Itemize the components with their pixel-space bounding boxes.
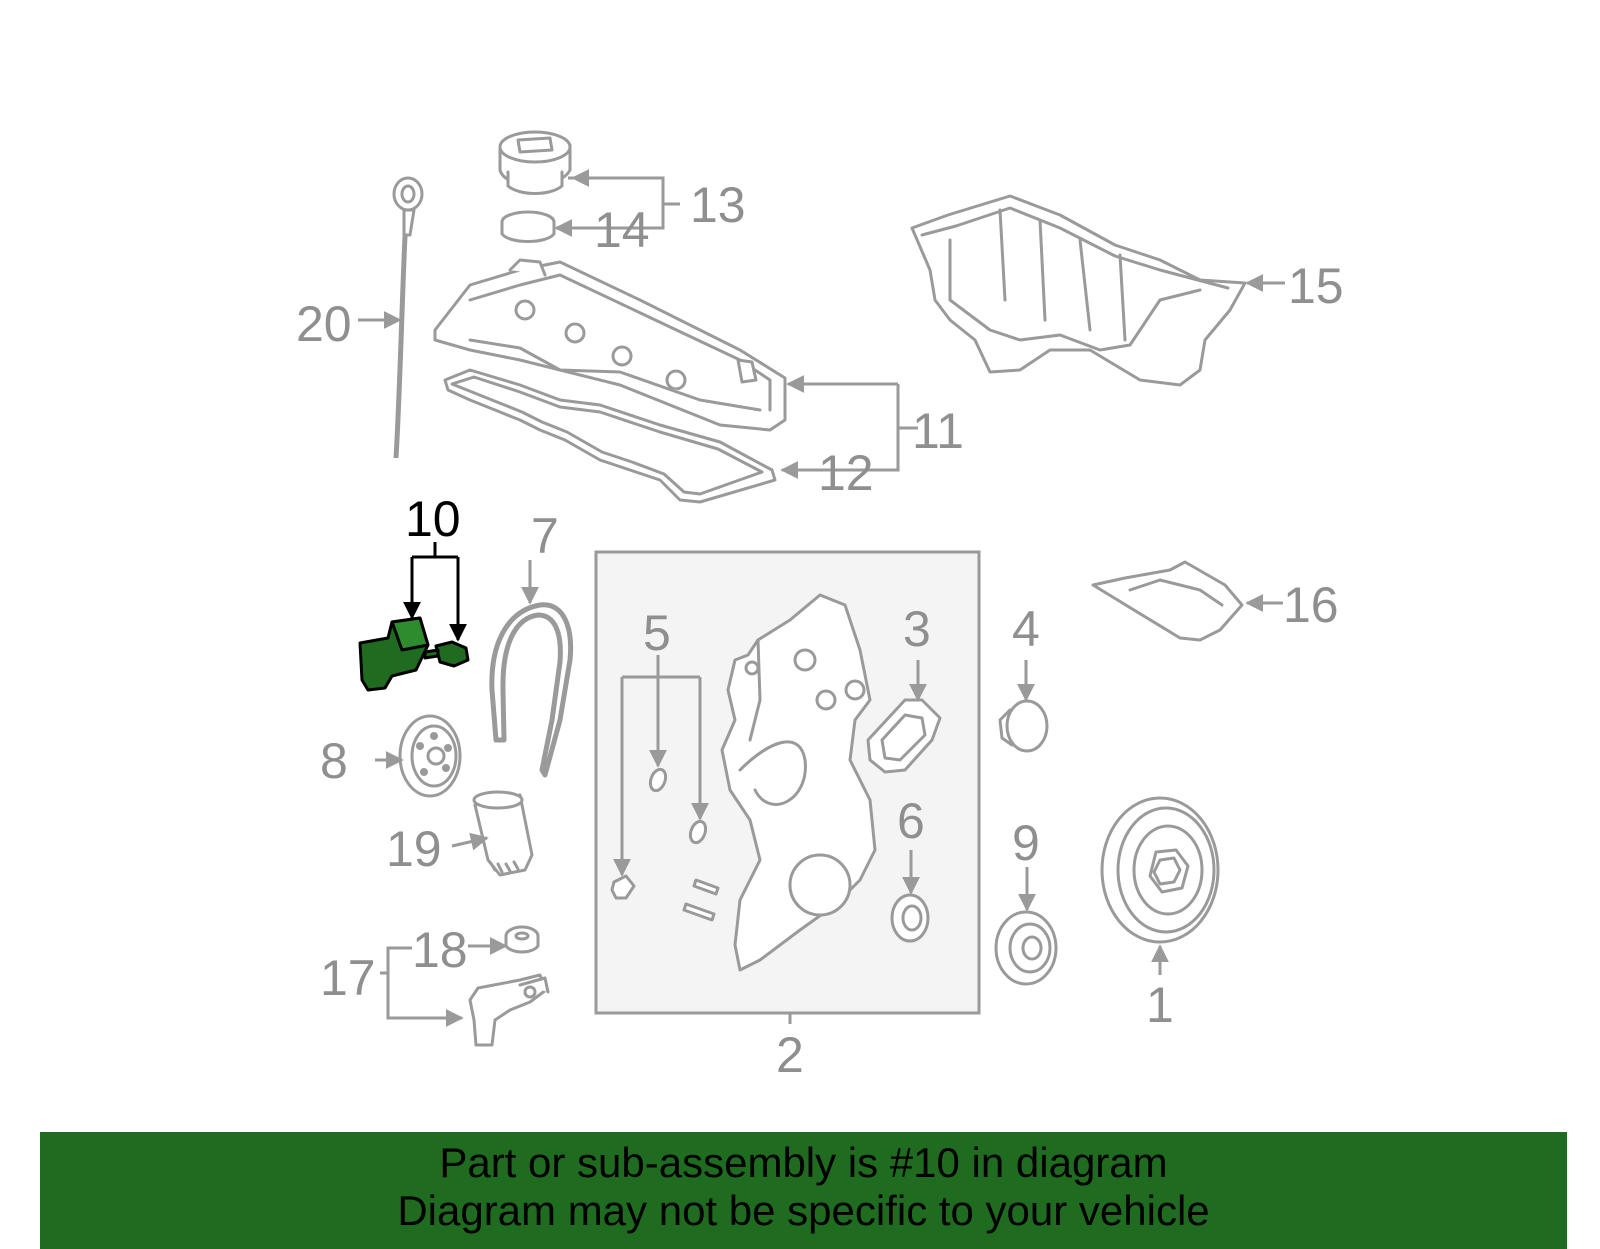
callout-13: 13 xyxy=(690,177,746,233)
banner-line-2: Diagram may not be specific to your vehi… xyxy=(397,1187,1210,1234)
part-16-baffle-plate[interactable] xyxy=(1091,560,1244,642)
part-19-oil-filter[interactable] xyxy=(472,790,534,877)
callout-1: 1 xyxy=(1146,977,1174,1033)
part-14-filler-cap-seal[interactable] xyxy=(500,210,556,243)
part-13-oil-filler-cap[interactable] xyxy=(498,130,572,195)
part-10-bolt[interactable] xyxy=(434,640,470,668)
callout-8: 8 xyxy=(320,733,348,789)
leader-lines xyxy=(358,169,1285,1027)
callout-9: 9 xyxy=(1012,815,1040,871)
part-9-seal-hub[interactable] xyxy=(994,910,1058,986)
part-8-crankshaft-sprocket[interactable] xyxy=(398,714,462,798)
callout-3: 3 xyxy=(903,601,931,657)
callout-20: 20 xyxy=(296,296,352,352)
part-7-timing-chain[interactable] xyxy=(489,602,574,778)
callout-7: 7 xyxy=(531,508,559,564)
part-10-highlighted-assembly[interactable] xyxy=(358,616,470,692)
part-15-oil-pan[interactable] xyxy=(910,194,1247,387)
callout-4: 4 xyxy=(1012,601,1040,657)
callout-12: 12 xyxy=(818,445,874,501)
callout-18: 18 xyxy=(412,922,468,978)
callout-6: 6 xyxy=(897,793,925,849)
callout-16: 16 xyxy=(1283,577,1339,633)
callout-14: 14 xyxy=(594,202,650,258)
part-6-oil-seal[interactable] xyxy=(890,893,930,943)
part-12-head-cover-gasket[interactable] xyxy=(443,368,777,504)
leader-lines-part-10 xyxy=(403,542,467,642)
part-11-cylinder-head-cover[interactable] xyxy=(433,258,787,432)
callout-11: 11 xyxy=(912,403,964,459)
part-4-cap[interactable] xyxy=(998,699,1049,753)
info-banner: Part or sub-assembly is #10 in diagram D… xyxy=(40,1132,1567,1249)
part-18-bushing[interactable] xyxy=(504,925,540,954)
part-17-sensor[interactable] xyxy=(468,973,550,1047)
part-2-timing-chain-cover[interactable] xyxy=(720,593,877,972)
callout-2: 2 xyxy=(776,1027,804,1083)
callout-10: 10 xyxy=(405,491,461,547)
part-1-crankshaft-pulley[interactable] xyxy=(1100,796,1220,944)
part-20-oil-dipstick[interactable] xyxy=(392,176,424,459)
banner-line-1: Part or sub-assembly is #10 in diagram xyxy=(439,1139,1168,1186)
callout-19: 19 xyxy=(386,821,442,877)
callout-17: 17 xyxy=(320,950,376,1006)
timing-cover-dowels[interactable] xyxy=(682,878,720,922)
callout-5: 5 xyxy=(643,605,671,661)
callout-15: 15 xyxy=(1288,258,1344,314)
